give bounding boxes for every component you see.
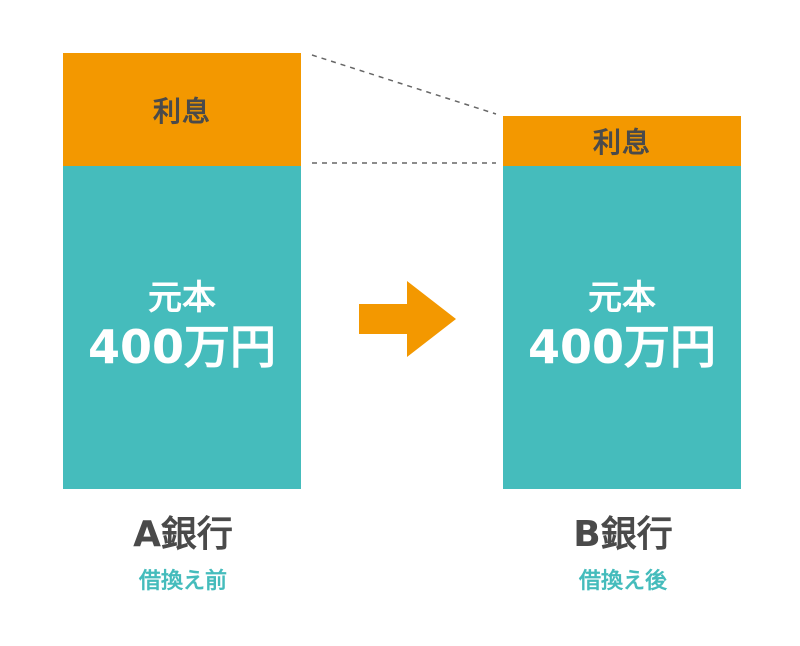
before-interest-label: 利息 <box>152 94 211 128</box>
before-interest-block: 利息 <box>63 53 301 166</box>
top-dashed-connector <box>311 54 497 115</box>
after-bank-name: B銀行 <box>573 514 673 555</box>
after-caption: 借換え後 <box>578 569 667 594</box>
after-principal-label: 元本 <box>588 278 656 319</box>
before-principal-label: 元本 <box>148 278 216 319</box>
after-interest-label: 利息 <box>592 126 651 159</box>
before-caption: 借換え前 <box>138 569 227 594</box>
after-interest-block: 利息 <box>503 116 741 166</box>
before-principal-block: 元本 400万円 <box>63 166 301 489</box>
before-bank-name: A銀行 <box>133 514 233 555</box>
before-principal-amount: 400万円 <box>87 319 277 374</box>
right-arrow-icon <box>359 281 456 357</box>
after-principal-amount: 400万円 <box>527 319 717 374</box>
after-principal-block: 元本 400万円 <box>503 166 741 489</box>
